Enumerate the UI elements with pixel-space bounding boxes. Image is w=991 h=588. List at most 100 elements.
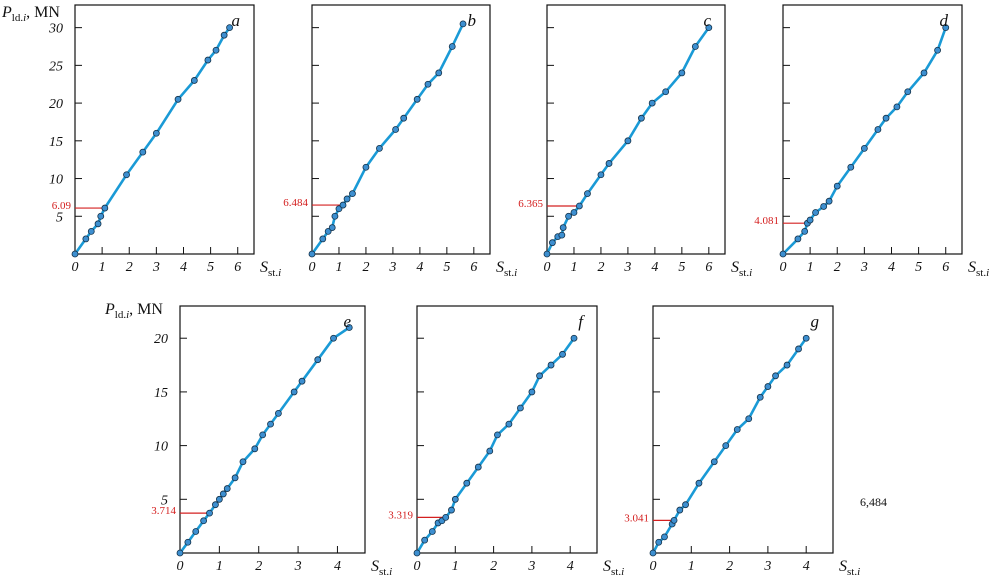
x-tick-label: 4 — [334, 559, 341, 574]
data-point — [324, 227, 332, 235]
x-axis-label: Sst.i — [603, 558, 624, 578]
data-point — [459, 20, 467, 28]
data-point — [343, 195, 351, 203]
data-point — [559, 224, 567, 231]
x-tick-label: 0 — [309, 260, 316, 275]
data-point — [176, 549, 184, 557]
data-point — [330, 334, 337, 342]
data-point — [705, 24, 713, 32]
data-point — [517, 404, 524, 412]
panel-e-frame — [179, 305, 366, 554]
x-axis-label-subscript: st. — [847, 566, 857, 578]
y-axis-label-subscript: ld. — [12, 12, 24, 24]
threshold-marker-label: 4.081 — [754, 215, 779, 227]
data-point — [893, 103, 901, 111]
x-axis-label-subscript-index: i — [389, 566, 392, 578]
data-point — [934, 46, 941, 54]
data-point — [794, 235, 802, 243]
y-axis-label: Pld.i, MN — [104, 301, 163, 321]
data-point — [806, 216, 814, 224]
data-point — [783, 361, 791, 369]
data-point — [319, 235, 327, 243]
x-tick-label: 1 — [807, 260, 814, 275]
x-axis-label-symbol: S — [839, 558, 847, 575]
x-axis-label-symbol: S — [968, 259, 976, 276]
data-point — [920, 69, 928, 77]
data-point — [558, 231, 566, 239]
y-axis-label-symbol: P — [1, 4, 12, 21]
panel-g-frame — [652, 305, 834, 554]
data-point — [655, 538, 663, 546]
data-point — [662, 88, 670, 96]
data-point — [82, 235, 90, 243]
data-point — [392, 126, 400, 133]
x-tick-label: 0 — [72, 260, 79, 275]
data-point — [152, 129, 160, 137]
x-tick-label: 1 — [99, 260, 106, 275]
data-point — [682, 501, 689, 509]
data-point — [212, 501, 219, 509]
data-point — [190, 77, 198, 84]
data-point — [226, 24, 233, 32]
y-tick-label: 10 — [49, 173, 63, 188]
panel-letter: a — [232, 11, 241, 30]
y-tick-label: 30 — [48, 22, 63, 37]
x-axis-label-subscript-index: i — [621, 566, 624, 578]
x-tick-label: 6 — [942, 260, 949, 275]
x-tick-label: 5 — [915, 260, 922, 275]
data-point — [678, 69, 686, 77]
data-point — [474, 463, 482, 471]
x-tick-label: 3 — [763, 559, 771, 574]
x-axis-label-subscript-index: i — [514, 267, 517, 279]
threshold-marker-label: 6.365 — [518, 198, 543, 210]
data-point — [565, 212, 572, 220]
x-tick-label: 3 — [527, 559, 535, 574]
threshold-marker-label: 3.041 — [624, 512, 649, 524]
y-tick-label: 20 — [154, 332, 168, 347]
x-axis-label-subscript-index: i — [986, 267, 989, 279]
data-point — [820, 203, 828, 210]
y-tick-label: 25 — [49, 59, 63, 74]
data-point — [825, 197, 833, 205]
panel-letter: f — [578, 312, 585, 331]
data-point — [376, 144, 383, 152]
data-point — [239, 458, 247, 466]
data-point — [428, 528, 436, 535]
data-point — [575, 202, 583, 210]
data-point — [605, 160, 613, 167]
data-point — [597, 171, 605, 179]
data-point — [200, 517, 208, 525]
data-point — [756, 393, 764, 401]
x-tick-label: 2 — [255, 559, 262, 574]
data-point — [267, 420, 274, 428]
threshold-marker-label: 6.484 — [283, 197, 308, 209]
x-tick-label: 3 — [152, 260, 160, 275]
x-tick-label: 2 — [362, 260, 369, 275]
y-tick-label: 5 — [161, 493, 168, 508]
y-tick-label: 5 — [56, 210, 63, 225]
x-tick-label: 5 — [207, 260, 214, 275]
data-point — [624, 137, 632, 145]
x-tick-label: 1 — [688, 559, 695, 574]
data-point — [637, 114, 645, 122]
data-point — [308, 250, 316, 258]
data-point — [584, 190, 591, 198]
y-axis-label-symbol: P — [104, 301, 115, 318]
x-tick-label: 0 — [780, 260, 787, 275]
data-point — [812, 209, 819, 216]
data-point — [328, 224, 336, 231]
data-point — [874, 126, 882, 133]
data-point — [486, 447, 494, 455]
x-axis-label: Sst.i — [968, 259, 989, 279]
data-point — [413, 95, 421, 103]
x-axis-label-subscript: st. — [739, 267, 749, 279]
data-point — [779, 250, 787, 258]
data-point — [204, 56, 212, 64]
x-axis-label-subscript-index: i — [749, 267, 752, 279]
panel-letter: d — [940, 11, 949, 30]
panel-letter: g — [811, 312, 820, 331]
y-axis-label-subscript-index: i — [126, 309, 129, 321]
data-point — [710, 458, 718, 466]
data-point — [451, 495, 459, 503]
data-point — [275, 409, 282, 417]
